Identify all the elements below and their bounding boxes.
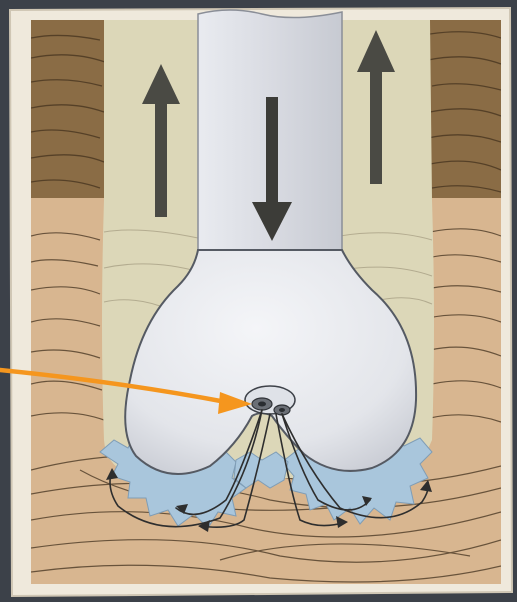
jet-nozzle-icon [245, 386, 295, 415]
